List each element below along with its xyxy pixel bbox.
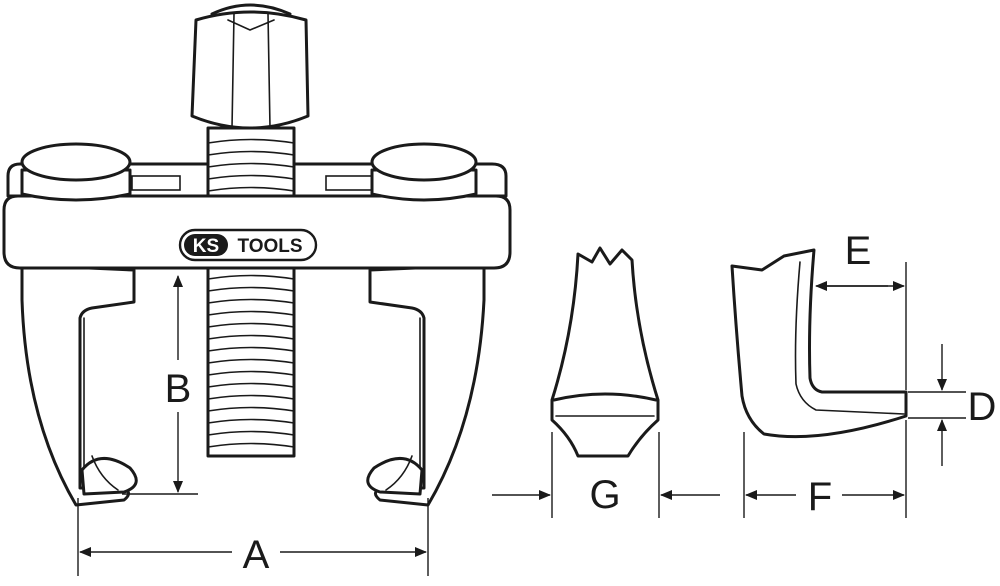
thread-ridge bbox=[207, 186, 295, 192]
left-leg bbox=[20, 263, 138, 507]
thread-ridge bbox=[207, 418, 295, 424]
dimension-a: A bbox=[77, 498, 429, 577]
thread-ridge bbox=[207, 442, 295, 448]
dimension-g: G bbox=[492, 432, 720, 518]
dimension-d: D bbox=[908, 344, 996, 466]
puller-main-view: KS TOOLS bbox=[2, 3, 512, 507]
thread-ridge bbox=[207, 322, 295, 328]
thread-ridge bbox=[207, 286, 295, 292]
thread-ridge bbox=[207, 346, 295, 352]
thread-ridge bbox=[207, 370, 295, 376]
dimension-label-b: B bbox=[165, 367, 192, 411]
dimension-label-a: A bbox=[243, 533, 270, 577]
thread-ridge bbox=[207, 334, 295, 340]
thread-ridge bbox=[207, 358, 295, 364]
thread-ridge bbox=[207, 138, 295, 144]
dimension-label-g: G bbox=[589, 473, 620, 517]
jaw-side-view bbox=[730, 248, 908, 439]
thread-ridge bbox=[207, 430, 295, 436]
dimension-b: B bbox=[122, 275, 198, 495]
thread-ridge bbox=[207, 162, 295, 168]
spindle-thread-lower bbox=[206, 260, 296, 458]
dimension-label-f: F bbox=[808, 475, 832, 519]
hex-head bbox=[190, 3, 310, 130]
right-leg bbox=[366, 263, 486, 507]
brand-logo: KS TOOLS bbox=[178, 228, 318, 262]
brand-prefix: KS bbox=[193, 236, 219, 257]
thread-ridge bbox=[207, 310, 295, 316]
jaw-front-view bbox=[550, 246, 660, 458]
thread-ridge bbox=[207, 406, 295, 412]
thread-ridge bbox=[207, 174, 295, 180]
dimension-label-d: D bbox=[968, 385, 997, 429]
thread-ridge bbox=[207, 394, 295, 400]
spindle-thread-upper bbox=[206, 126, 296, 198]
dimension-label-e: E bbox=[845, 229, 872, 273]
thread-ridge bbox=[207, 298, 295, 304]
dimension-e: E bbox=[815, 229, 907, 390]
brand-suffix: TOOLS bbox=[237, 236, 302, 257]
left-knob bbox=[20, 142, 132, 202]
thread-ridge bbox=[207, 274, 295, 280]
right-knob bbox=[370, 142, 478, 202]
dimension-f: F bbox=[743, 420, 907, 519]
thread-ridge bbox=[207, 382, 295, 388]
thread-ridge bbox=[207, 150, 295, 156]
